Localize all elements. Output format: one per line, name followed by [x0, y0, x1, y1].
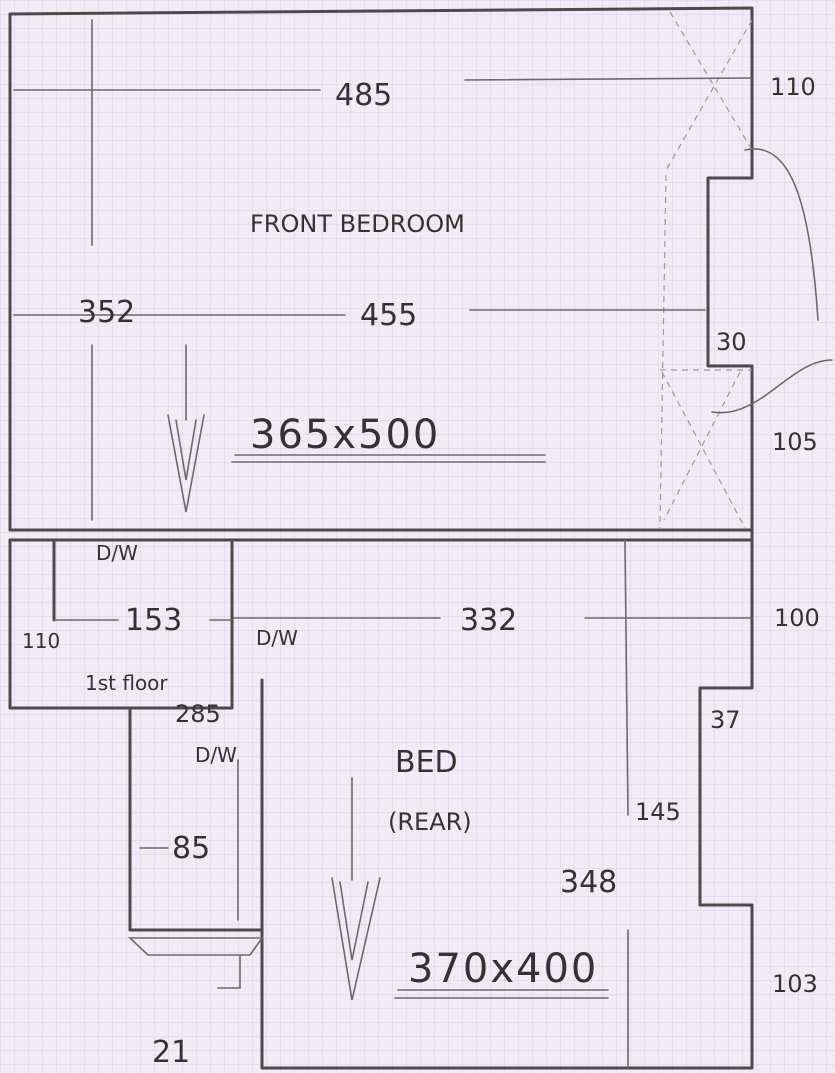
- chimney-breast-dashed: [659, 174, 667, 529]
- dim-30: 30: [716, 328, 747, 356]
- dim-21: 21: [152, 1035, 190, 1070]
- dim-110-top: 110: [770, 73, 816, 101]
- rear-room-name: BED: [395, 745, 458, 780]
- landing-walls: [8, 538, 234, 710]
- wardrobe-cross-bottom: [660, 369, 752, 529]
- dim-145: 145: [635, 798, 681, 826]
- front-bedroom-walls: [8, 6, 754, 532]
- landing-label: 1st floor: [85, 671, 168, 695]
- dim-455: 455: [360, 298, 417, 333]
- door-label-c: D/W: [195, 743, 237, 767]
- dim-485: 485: [335, 78, 392, 113]
- dim-85: 85: [172, 831, 210, 866]
- rear-wall-line: [624, 539, 629, 816]
- dim-110-left: 110: [22, 629, 60, 653]
- direction-arrow-front: [167, 344, 205, 513]
- dim-153: 153: [125, 603, 182, 638]
- front-room-size: 365x500: [250, 412, 440, 458]
- stair-tick: [217, 954, 241, 989]
- direction-arrow-rear: [331, 777, 381, 1001]
- dim-352: 352: [78, 295, 135, 330]
- dim-332: 332: [460, 603, 517, 638]
- rear-room-name-2: (REAR): [388, 808, 472, 836]
- stair-walls: [128, 528, 754, 1070]
- rear-room-size: 370x400: [408, 946, 598, 992]
- wardrobe-cross-top: [664, 11, 753, 173]
- dim-100: 100: [774, 604, 820, 632]
- bracket-curve-mid: [711, 359, 833, 414]
- dim-348: 348: [560, 865, 617, 900]
- dim-37: 37: [710, 706, 741, 734]
- dim-105: 105: [772, 428, 818, 456]
- dim-103: 103: [772, 970, 818, 998]
- stair-landing-shape: [127, 937, 264, 956]
- bracket-curve-right: [744, 148, 819, 321]
- dim-285: 285: [175, 700, 221, 728]
- front-room-name: FRONT BEDROOM: [250, 210, 465, 238]
- dim-line-485b: [464, 77, 753, 81]
- door-label-b: D/W: [256, 626, 298, 650]
- door-label-a: D/W: [96, 541, 138, 565]
